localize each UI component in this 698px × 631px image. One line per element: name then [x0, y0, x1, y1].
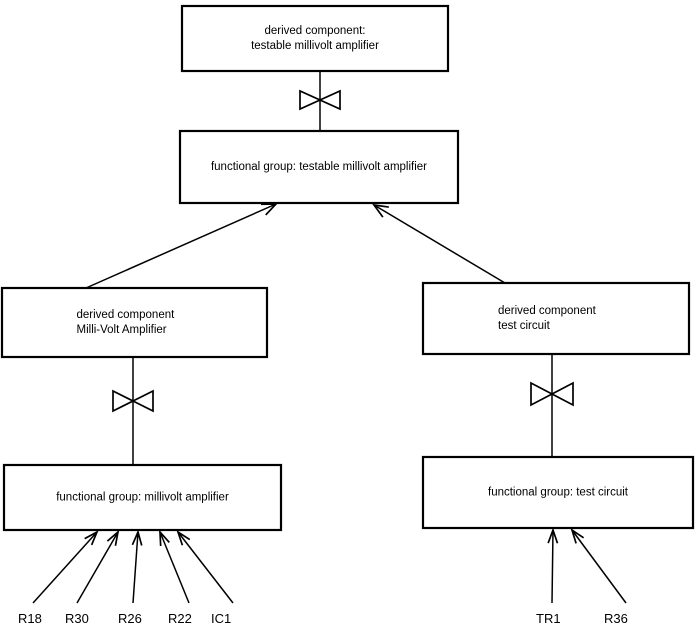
leaf-r30-label: R30	[65, 611, 89, 626]
leaf-r30-arrow-arrowhead-icon	[106, 529, 120, 546]
node-derived-test-circuit-line-1: test circuit	[498, 320, 551, 332]
node-derived-test-circuit-box[interactable]	[421, 281, 691, 356]
node-fg-millivolt-amplifier[interactable]: functional group: millivolt amplifier	[2, 463, 283, 532]
arrow-mva-to-fg-testable-line	[85, 203, 277, 289]
leaf-label-group-millivolt-amplifier: R18 R30 R26 R22 IC1	[18, 529, 234, 626]
node-fg-testable-millivolt-amplifier[interactable]: functional group: testable millivolt amp…	[178, 129, 460, 205]
leaf-r18-arrow	[32, 530, 99, 604]
leaf-r36-arrow	[570, 527, 627, 604]
leaf-r26-arrow	[131, 529, 143, 604]
leaf-r22-arrow	[159, 529, 190, 604]
bowtie-right-right-triangle-icon	[550, 381, 574, 407]
leaf-ic1-arrow-arrowhead-icon	[176, 529, 191, 546]
leaf-r36-label: R36	[604, 611, 628, 626]
leaf-r22-label: R22	[168, 611, 192, 626]
node-derived-milli-volt-amplifier-line-1: Milli-Volt Amplifier	[77, 324, 167, 336]
bowtie-left	[112, 357, 154, 465]
leaf-ic1-arrow	[176, 529, 234, 604]
leaf-r26-label: R26	[118, 611, 142, 626]
leaf-ic1-arrow-line	[177, 531, 234, 604]
bowtie-top-left-triangle-icon	[299, 89, 323, 111]
arrow-mva-to-fg-testable	[85, 203, 278, 289]
arrow-testckt-to-fg-testable	[372, 203, 506, 284]
node-derived-testable-millivolt-amplifier[interactable]: derived component: testable millivolt amp…	[180, 4, 450, 73]
arrow-testckt-to-fg-testable-arrowhead-icon	[372, 203, 389, 218]
bowtie-left-left-triangle-icon	[112, 389, 135, 413]
leaf-r36-arrow-arrowhead-icon	[570, 527, 585, 544]
leaf-r18-label: R18	[18, 611, 42, 626]
leaf-tr1-label: TR1	[536, 611, 561, 626]
bowtie-top	[299, 71, 341, 131]
node-layer: derived component: testable millivolt amp…	[0, 4, 695, 532]
bowtie-right	[530, 354, 574, 457]
link-layer	[85, 71, 574, 465]
node-fg-test-circuit[interactable]: functional group: test circuit	[421, 455, 695, 530]
bowtie-top-right-triangle-icon	[317, 89, 341, 111]
node-derived-test-circuit-line-0: derived component	[498, 305, 597, 317]
node-fg-test-circuit-box[interactable]	[421, 455, 695, 530]
node-fg-test-circuit-line-0: functional group: test circuit	[488, 487, 629, 499]
node-fg-testable-millivolt-amplifier-line-0: functional group: testable millivolt amp…	[211, 161, 427, 173]
leaf-r36-arrow-line	[571, 529, 627, 604]
node-derived-milli-volt-amplifier-line-0: derived component	[77, 309, 176, 321]
leaf-r18-arrow-arrowhead-icon	[84, 530, 99, 546]
leaf-tr1-arrow-line	[551, 529, 554, 604]
node-derived-testable-millivolt-amplifier-box[interactable]	[180, 4, 450, 73]
leaf-layer: R18 R30 R26 R22 IC1 TR1 R36	[18, 527, 628, 626]
node-fg-millivolt-amplifier-line-0: functional group: millivolt amplifier	[56, 492, 229, 504]
node-fg-testable-millivolt-amplifier-box[interactable]	[178, 129, 460, 205]
node-derived-milli-volt-amplifier-box[interactable]	[0, 286, 269, 359]
node-derived-testable-millivolt-amplifier-line-0: derived component:	[264, 25, 365, 37]
bowtie-right-left-triangle-icon	[530, 381, 554, 407]
bowtie-left-right-triangle-icon	[131, 389, 154, 413]
leaf-r30-arrow	[76, 529, 120, 604]
node-fg-millivolt-amplifier-box[interactable]	[2, 463, 283, 532]
node-derived-test-circuit[interactable]: derived component test circuit	[421, 281, 691, 356]
leaf-r26-arrow-line	[132, 531, 139, 604]
leaf-label-group-test-circuit: TR1 R36	[536, 527, 628, 626]
leaf-r26-arrow-arrowhead-icon	[131, 529, 143, 546]
leaf-r22-arrow-arrowhead-icon	[159, 529, 170, 547]
node-derived-testable-millivolt-amplifier-line-1: testable millivolt amplifier	[251, 40, 379, 52]
leaf-r18-arrow-line	[32, 531, 98, 604]
leaf-tr1-arrow	[547, 527, 559, 604]
leaf-ic1-label: IC1	[211, 611, 231, 626]
leaf-r30-arrow-line	[76, 531, 119, 604]
leaf-r22-arrow-line	[159, 531, 190, 604]
arrow-testckt-to-fg-testable-line	[373, 204, 506, 284]
leaf-tr1-arrow-arrowhead-icon	[547, 527, 559, 544]
